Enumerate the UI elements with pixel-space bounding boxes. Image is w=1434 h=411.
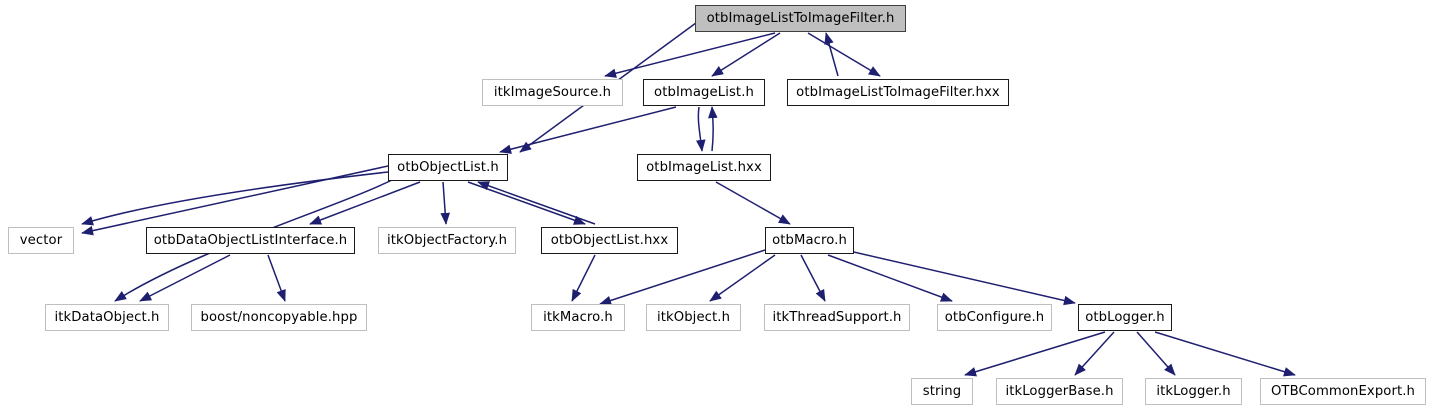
dependency-edge: [81, 171, 389, 226]
graph-node-label: otbDataObjectListInterface.h: [153, 232, 348, 248]
dependency-edge: [800, 254, 826, 302]
dependency-edge: [824, 32, 839, 77]
graph-node-label: itkObjectFactory.h: [386, 232, 508, 248]
dependency-edge: [1074, 331, 1115, 376]
graph-node-otbconfigure-h[interactable]: otbConfigure.h: [937, 304, 1052, 331]
dependency-edge: [604, 32, 776, 78]
graph-node-itkimagesource-h[interactable]: itkImageSource.h: [482, 79, 623, 106]
graph-node-label: itkLogger.h: [1156, 383, 1231, 399]
graph-node-itkloggerbase-h[interactable]: itkLoggerBase.h: [996, 378, 1123, 405]
graph-node-otbmacro-h[interactable]: otbMacro.h: [765, 227, 854, 254]
graph-node-label: string: [922, 383, 962, 399]
graph-node-label: itkObject.h: [656, 309, 731, 325]
dependency-edge: [440, 181, 450, 225]
dependency-edge: [696, 106, 706, 152]
dependency-edge: [807, 32, 881, 77]
graph-node-itkobject-h[interactable]: itkObject.h: [646, 304, 741, 331]
graph-node-label: boost/noncopyable.hpp: [200, 309, 358, 325]
graph-node-otbimagelist-h[interactable]: otbImageList.h: [643, 79, 765, 106]
dependency-edge: [1136, 331, 1176, 376]
dependency-edge: [964, 331, 1106, 377]
dependency-edge: [267, 254, 286, 302]
graph-node-string[interactable]: string: [911, 378, 973, 405]
dependency-edge: [81, 165, 389, 236]
graph-node-label: vector: [19, 232, 63, 248]
graph-node-itklogger-h[interactable]: itkLogger.h: [1145, 378, 1242, 405]
graph-node-otbimagelisttoimagefilter-hxx[interactable]: otbImageListToImageFilter.hxx: [787, 79, 1009, 106]
graph-node-label: otbObjectList.h: [397, 159, 499, 175]
graph-node-label: otbLogger.h: [1085, 309, 1165, 325]
dependency-edge: [499, 106, 677, 154]
graph-node-label: itkImageSource.h: [493, 84, 612, 100]
graph-node-label: otbImageListToImageFilter.h: [706, 10, 895, 26]
dependency-edge: [715, 181, 791, 225]
dependency-edge: [1154, 331, 1296, 377]
graph-node-otbcommonexport-h[interactable]: OTBCommonExport.h: [1260, 378, 1426, 405]
graph-node-boost-noncopyable-hpp[interactable]: boost/noncopyable.hpp: [191, 304, 367, 331]
graph-node-label: OTBCommonExport.h: [1270, 383, 1416, 399]
dependency-edge: [477, 181, 596, 225]
graph-node-label: itkDataObject.h: [54, 309, 160, 325]
graph-node-otbimagelist-hxx[interactable]: otbImageList.hxx: [637, 154, 771, 181]
graph-node-otbobjectlist-hxx[interactable]: otbObjectList.hxx: [541, 227, 678, 254]
graph-node-label: itkMacro.h: [543, 309, 613, 325]
graph-node-label: itkThreadSupport.h: [772, 309, 902, 325]
dependency-edge: [709, 254, 776, 302]
graph-node-otbdataobjectlistinterface-h[interactable]: otbDataObjectListInterface.h: [146, 227, 355, 254]
dependency-edge: [599, 249, 766, 306]
graph-node-otblogger-h[interactable]: otbLogger.h: [1078, 304, 1172, 331]
graph-node-itkthreadsupport-h[interactable]: itkThreadSupport.h: [764, 304, 910, 331]
graph-node-otbimagelisttoimagefilter-h[interactable]: otbImageListToImageFilter.h: [695, 5, 906, 32]
dependency-edge: [467, 181, 586, 225]
graph-node-label: otbImageListToImageFilter.hxx: [796, 84, 1000, 100]
dependency-edge: [309, 181, 421, 225]
graph-node-label: otbObjectList.hxx: [550, 232, 669, 248]
dependency-edge: [139, 254, 231, 302]
graph-node-label: otbConfigure.h: [944, 309, 1045, 325]
dependency-edge: [827, 254, 953, 302]
graph-node-itkobjectfactory-h[interactable]: itkObjectFactory.h: [378, 227, 516, 254]
graph-node-label: itkLoggerBase.h: [1005, 383, 1114, 399]
graph-node-itkmacro-h[interactable]: itkMacro.h: [531, 304, 625, 331]
graph-node-itkdataobject-h[interactable]: itkDataObject.h: [45, 304, 169, 331]
graph-node-label: otbMacro.h: [772, 232, 847, 248]
graph-node-otbobjectlist-h[interactable]: otbObjectList.h: [388, 154, 508, 181]
dependency-edge: [571, 254, 596, 302]
graph-node-vector[interactable]: vector: [8, 227, 74, 254]
dependency-edge: [844, 249, 1076, 306]
dependency-edge: [708, 106, 718, 152]
graph-node-label: otbImageList.hxx: [646, 159, 762, 175]
graph-node-label: otbImageList.h: [654, 84, 754, 100]
dependency-edge: [711, 32, 781, 77]
